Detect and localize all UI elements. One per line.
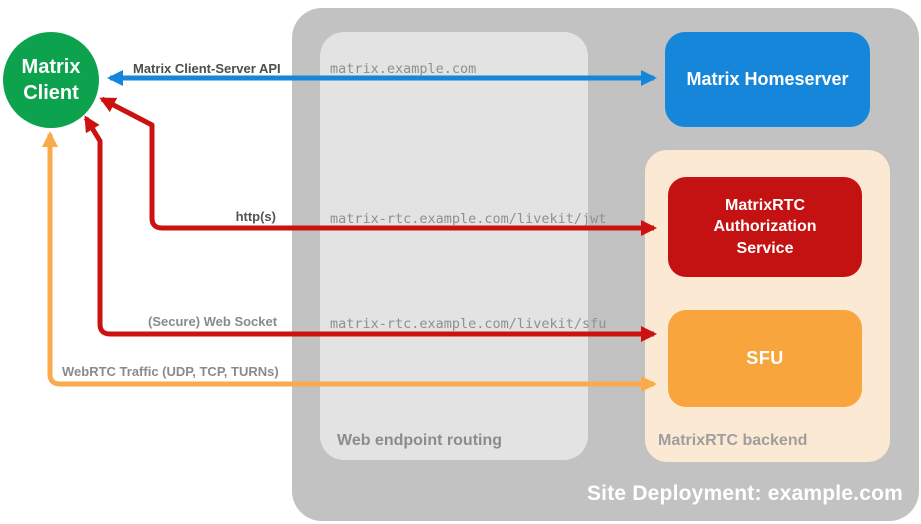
matrix-client-label: Matrix Client — [21, 56, 81, 104]
matrix-homeserver-label: Matrix Homeserver — [686, 69, 849, 89]
web-endpoint-routing-container: Web endpoint routing — [320, 32, 588, 460]
matrix-homeserver-node: Matrix Homeserver — [665, 32, 870, 127]
web-endpoint-routing-label: Web endpoint routing — [337, 432, 503, 449]
matrixrtc-authorization-service-label: MatrixRTC Authorization Service — [713, 196, 817, 257]
endpoint-livekit-sfu: matrix-rtc.example.com/livekit/sfu — [330, 316, 607, 332]
matrix-client-node: Matrix Client — [3, 32, 99, 128]
https-arrow-label: http(s) — [235, 209, 276, 224]
sfu-label: SFU — [746, 348, 784, 368]
endpoint-livekit-jwt: matrix-rtc.example.com/livekit/jwt — [330, 211, 607, 227]
matrixrtc-backend-label: MatrixRTC backend — [658, 432, 808, 449]
client-server-api-arrow-label: Matrix Client-Server API — [133, 61, 281, 76]
endpoint-matrix-example-com: matrix.example.com — [330, 61, 477, 77]
webrtc-traffic-arrow-label: WebRTC Traffic (UDP, TCP, TURNs) — [62, 364, 279, 379]
websocket-arrow-label: (Secure) Web Socket — [148, 314, 278, 329]
matrixrtc-authorization-service-node: MatrixRTC Authorization Service — [668, 177, 862, 277]
sfu-node: SFU — [668, 310, 862, 407]
site-deployment-label: Site Deployment: example.com — [586, 482, 903, 505]
